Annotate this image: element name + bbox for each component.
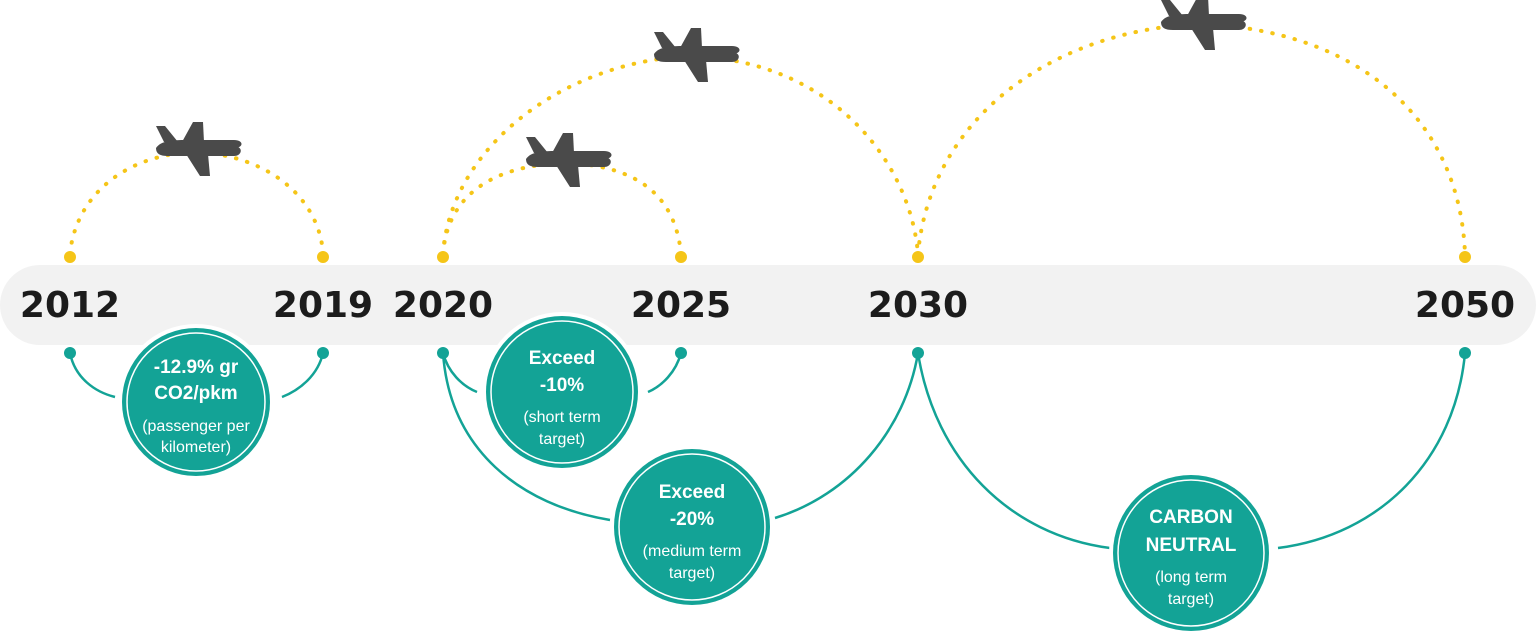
flight-dot <box>317 251 329 263</box>
target-note: target) <box>669 565 715 582</box>
target-connector <box>68 352 116 399</box>
target-dot <box>64 347 76 359</box>
flight-path-2020-2025 <box>441 160 683 256</box>
year-label: 2030 <box>868 285 968 326</box>
flight-dot <box>912 251 924 263</box>
target-connector <box>441 352 611 522</box>
target-dot <box>1459 347 1471 359</box>
year-label: 2019 <box>273 285 373 326</box>
target-note: (long term <box>1155 569 1227 586</box>
target-title: -10% <box>540 375 584 396</box>
target-note: (short term <box>523 409 600 426</box>
target-title: -12.9% gr <box>154 357 239 378</box>
flight-dot <box>1459 251 1471 263</box>
target-note: target) <box>539 431 585 448</box>
year-label: 2050 <box>1415 285 1515 326</box>
target-title: NEUTRAL <box>1146 535 1237 556</box>
target-connector <box>281 352 325 399</box>
timeline-bar <box>0 265 1536 345</box>
target-connector <box>774 352 920 520</box>
target-dot <box>912 347 924 359</box>
target-title: -20% <box>670 509 714 530</box>
target-dot <box>317 347 329 359</box>
target-note: (medium term <box>643 543 742 560</box>
flight-dot <box>64 251 76 263</box>
year-label: 2012 <box>20 285 120 326</box>
target-note: target) <box>1168 591 1214 608</box>
target-title: Exceed <box>529 348 596 369</box>
flight-path-2030-2050 <box>916 21 1467 256</box>
target-note: kilometer) <box>161 439 231 456</box>
flight-dot <box>437 251 449 263</box>
target-note: (passenger per <box>142 418 250 435</box>
target-connector <box>916 352 1111 550</box>
target-circle-2020-2025: Exceed -10% (short term target) <box>482 312 642 472</box>
flight-dot <box>675 251 687 263</box>
airplane-icon <box>1161 0 1247 50</box>
target-dot <box>437 347 449 359</box>
airplane-icon <box>526 133 612 187</box>
target-circle-2030-2050: CARBON NEUTRAL (long term target) <box>1109 471 1273 635</box>
target-connector <box>1277 352 1467 550</box>
flight-path-2020-2030 <box>441 53 920 256</box>
target-title: CARBON <box>1149 507 1232 528</box>
target-circle-2012-2019: -12.9% gr CO2/pkm (passenger per kilomet… <box>118 324 274 480</box>
target-connector <box>647 352 683 394</box>
target-title: CO2/pkm <box>154 383 237 404</box>
year-label: 2025 <box>631 285 731 326</box>
airplane-icon <box>156 122 242 176</box>
year-label: 2020 <box>393 285 493 326</box>
target-circle-2020-2030: Exceed -20% (medium term target) <box>610 445 774 609</box>
target-dot <box>675 347 687 359</box>
target-title: Exceed <box>659 482 726 503</box>
airplane-icon <box>654 28 740 82</box>
